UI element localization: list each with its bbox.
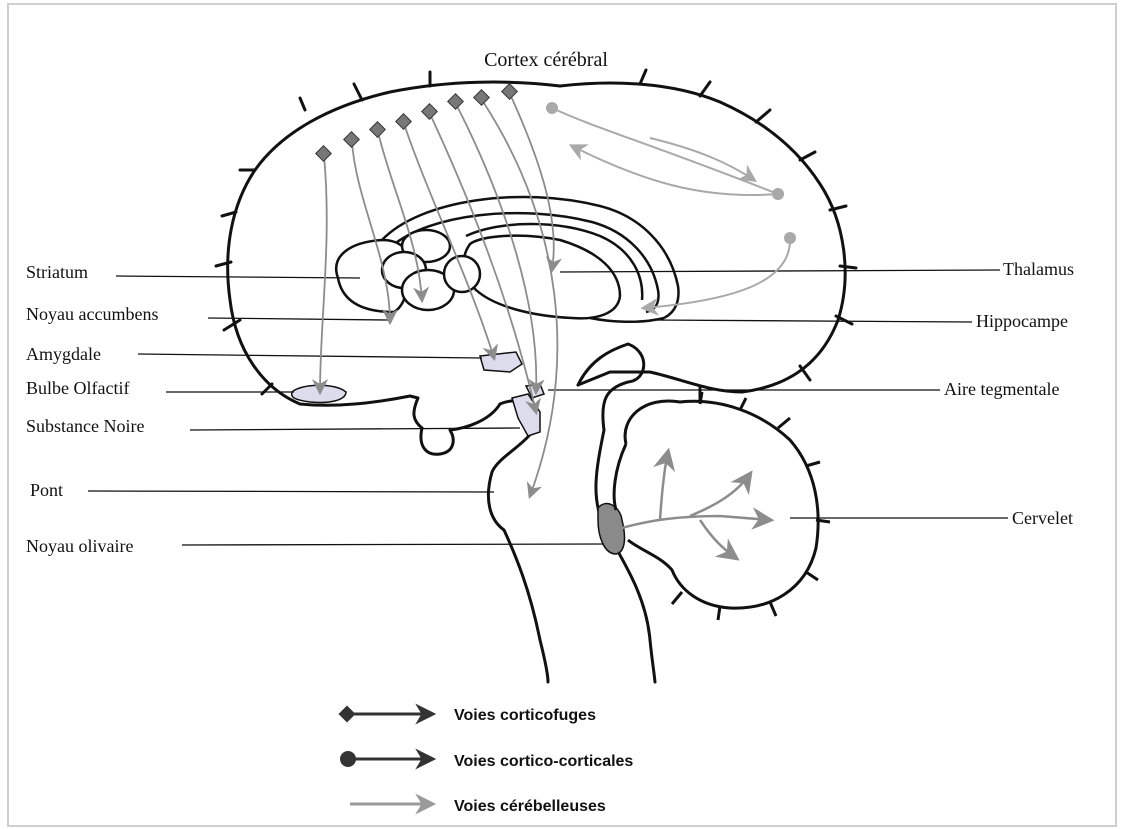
label-hippocampe: Hippocampe [976,311,1068,331]
striatum-thalamus-structures [336,230,620,318]
left-labels: Striatum Noyau accumbens Amygdale Bulbe … [26,262,158,556]
cerebellar-pathways [622,452,770,558]
figure-border [8,4,1116,826]
cerebellum [614,392,830,620]
cortico-arc-2 [572,146,778,195]
legend-label-corticofugal: Voies corticofuges [454,707,596,724]
cortico-arc-1 [552,108,778,194]
label-aire-tegmentale: Aire tegmentale [944,379,1059,399]
cortex-title: Cortex cérébral [484,49,608,71]
olivary-nucleus [598,504,624,554]
legend: Voies corticofuges Voies cortico-cortica… [339,706,634,815]
corticofugal-diamonds [316,84,518,162]
nuclei [292,352,625,554]
label-amygdale: Amygdale [26,344,101,364]
label-thalamus: Thalamus [1003,259,1074,279]
label-pont: Pont [30,480,63,500]
legend-item-corticocortical: Voies cortico-corticales [340,751,633,770]
label-striatum: Striatum [26,262,88,282]
olfactory-bulb [292,385,346,402]
label-noyau-accumbens: Noyau accumbens [26,304,158,324]
legend-item-corticofugal: Voies corticofuges [339,706,597,724]
cortico-arc-hippo [644,240,790,308]
thalamus-mass [464,236,620,319]
substantia-nigra [512,394,540,436]
label-bulbe-olfactif: Bulbe Olfactif [26,378,129,398]
legend-item-cerebellar: Voies cérébelleuses [350,798,606,815]
label-cervelet: Cervelet [1012,508,1073,528]
basal-node-4 [444,256,480,292]
legend-label-corticocortical: Voies cortico-corticales [454,753,633,770]
legend-label-cerebellar: Voies cérébelleuses [454,798,606,815]
label-noyau-olivaire: Noyau olivaire [26,536,133,556]
cortico-arc-3 [650,138,754,180]
label-substance-noire: Substance Noire [26,416,144,436]
amygdala-nucleus [480,352,522,372]
right-labels: Thalamus Hippocampe Aire tegmentale Cerv… [944,259,1074,528]
